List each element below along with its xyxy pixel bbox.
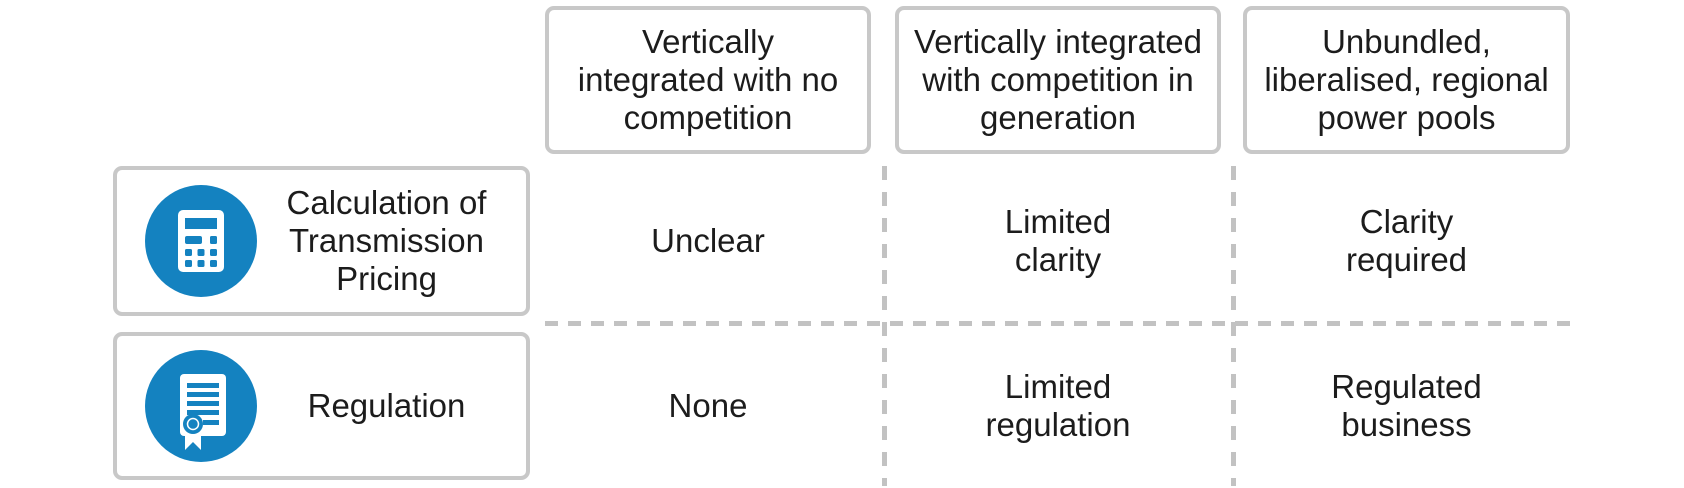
vertical-dashed-divider-2 — [1231, 166, 1236, 486]
cell-value: Regulated business — [1331, 368, 1482, 443]
certificate-icon — [145, 350, 257, 462]
row-header-label: Calculation of Transmission Pricing — [286, 184, 487, 297]
column-header-label: Unbundled, liberalised, regional power p… — [1264, 23, 1549, 136]
cell-regulation-vertically-integrated-competition: Limited regulation — [895, 332, 1221, 480]
column-header-label: Vertically integrated with competition i… — [914, 23, 1202, 136]
cell-value: None — [668, 387, 748, 424]
row-header-label: Regulation — [307, 387, 466, 424]
cell-value: Limited clarity — [1004, 203, 1112, 278]
column-header-unbundled-liberalised-power-pools: Unbundled, liberalised, regional power p… — [1243, 6, 1570, 154]
calculator-icon — [145, 185, 257, 297]
row-header-regulation: Regulation — [113, 332, 530, 480]
cell-transmission-pricing-unbundled: Clarity required — [1243, 166, 1570, 316]
horizontal-dashed-divider — [545, 321, 1572, 326]
row-header-calculation-of-transmission-pricing: Calculation of Transmission Pricing — [113, 166, 530, 316]
cell-regulation-vertically-integrated-no-competition: None — [545, 332, 871, 480]
column-header-label: Vertically integrated with no competitio… — [577, 23, 839, 136]
cell-value: Unclear — [651, 222, 765, 259]
cell-transmission-pricing-vertically-integrated-no-competition: Unclear — [545, 166, 871, 316]
cell-value: Limited regulation — [985, 368, 1131, 443]
vertical-dashed-divider-1 — [882, 166, 887, 486]
column-header-vertically-integrated-competition-generation: Vertically integrated with competition i… — [895, 6, 1221, 154]
column-header-vertically-integrated-no-competition: Vertically integrated with no competitio… — [545, 6, 871, 154]
cell-regulation-unbundled: Regulated business — [1243, 332, 1570, 480]
cell-value: Clarity required — [1345, 203, 1468, 278]
cell-transmission-pricing-vertically-integrated-competition: Limited clarity — [895, 166, 1221, 316]
